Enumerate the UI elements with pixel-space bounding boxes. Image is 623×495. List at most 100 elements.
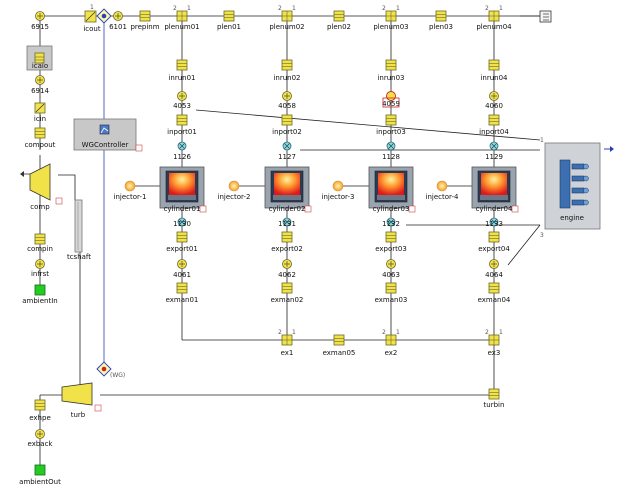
cylinder03-label: cylinder03 [373,205,410,213]
injector-3-label: injector-3 [322,193,355,201]
exman02-label: exman02 [271,296,304,304]
icin-pipe[interactable] [34,102,46,114]
inport01-label: inport01 [167,128,197,136]
port-number: 1 [499,5,503,12]
inrun02-pipe[interactable] [281,59,293,71]
4061-node[interactable] [177,259,187,269]
wgcontroller-label: WGController [82,141,129,149]
4053-node[interactable] [177,91,187,101]
exback-node[interactable] [35,429,45,439]
1126-valve[interactable] [177,141,187,151]
wgcontroller-block[interactable] [73,118,143,152]
4060-node[interactable] [489,91,499,101]
export02-pipe[interactable] [281,231,293,243]
plen03-pipe[interactable] [435,10,447,22]
plenum03-label: plenum03 [373,23,408,31]
plen01-pipe[interactable] [223,10,235,22]
1132-label: 1132 [382,220,400,228]
1130-valve[interactable] [177,217,187,227]
4058-node[interactable] [282,91,292,101]
4053-label: 4053 [173,102,191,110]
ex1-split[interactable] [281,334,293,346]
ambientIn-label: ambientIn [22,297,58,305]
plenum02-label: plenum02 [269,23,304,31]
injector-2-icon[interactable] [228,180,240,192]
plenum01-split[interactable] [176,10,188,22]
port-number: 2 [382,329,386,336]
export03-pipe[interactable] [385,231,397,243]
1132-valve[interactable] [386,217,396,227]
1133-valve[interactable] [489,217,499,227]
exman04-pipe[interactable] [488,282,500,294]
export04-pipe[interactable] [488,231,500,243]
inrun04-pipe[interactable] [488,59,500,71]
infrst-node[interactable] [35,259,45,269]
wastegate-actuator-icon[interactable] [96,361,112,377]
6101-node[interactable] [113,11,123,21]
prepinm-pipe[interactable] [139,10,151,22]
icaio-intercooler[interactable] [26,45,53,71]
wastegate-controller-icon[interactable] [96,8,112,24]
plenum02-split[interactable] [281,10,293,22]
1128-valve[interactable] [386,141,396,151]
engine-block[interactable] [544,142,614,230]
plen02-pipe[interactable] [333,10,345,22]
port-number: 1 [396,5,400,12]
ambient-in-icon[interactable] [34,284,46,296]
tcshaft-label: tcshaft [67,253,91,261]
exhpe-label: exhpe [29,414,51,422]
cylinder03-block[interactable] [368,166,416,213]
1126-label: 1126 [173,153,191,161]
compout-pipe[interactable] [34,127,46,139]
exman01-label: exman01 [166,296,199,304]
inport02-pipe[interactable] [281,114,293,126]
cylinder04-block[interactable] [471,166,519,213]
1131-valve[interactable] [282,217,292,227]
cylinder01-block[interactable] [159,166,207,213]
tcshaft-block[interactable] [74,199,83,253]
4064-node[interactable] [489,259,499,269]
icaio-label: icaio [32,62,48,70]
ex3-split[interactable] [488,334,500,346]
comp-label: comp [30,203,50,211]
ambient-out-icon[interactable] [34,464,46,476]
4059-node[interactable] [382,91,400,108]
1129-valve[interactable] [489,141,499,151]
exman05-pipe[interactable] [333,334,345,346]
exman01-pipe[interactable] [176,282,188,294]
exman02-pipe[interactable] [281,282,293,294]
port-number: 1 [90,4,94,11]
ex3-label: ex3 [488,349,501,357]
1127-valve[interactable] [282,141,292,151]
injector-1-icon[interactable] [124,180,136,192]
turbine-icon[interactable] [61,382,102,412]
plenum04-split[interactable] [488,10,500,22]
exhpe-pipe[interactable] [34,399,46,411]
inport04-pipe[interactable] [488,114,500,126]
end-environment-icon[interactable] [539,10,552,23]
injector-3-icon[interactable] [332,180,344,192]
inrun01-pipe[interactable] [176,59,188,71]
injector-4-icon[interactable] [436,180,448,192]
turbin-pipe[interactable] [488,388,500,400]
4063-node[interactable] [386,259,396,269]
inport01-pipe[interactable] [176,114,188,126]
export01-pipe[interactable] [176,231,188,243]
exman04-label: exman04 [478,296,511,304]
inport03-label: inport03 [376,128,406,136]
cylinder02-block[interactable] [264,166,312,213]
exman03-label: exman03 [375,296,408,304]
ex2-split[interactable] [385,334,397,346]
inrun03-pipe[interactable] [385,59,397,71]
compressor-icon[interactable] [20,163,63,205]
plenum01-label: plenum01 [164,23,199,31]
plenum03-split[interactable] [385,10,397,22]
6914-node[interactable] [35,75,45,85]
inport02-label: inport02 [272,128,302,136]
icout-cooler[interactable] [84,10,97,23]
inport03-pipe[interactable] [385,114,397,126]
4062-node[interactable] [282,259,292,269]
6915-node[interactable] [35,11,45,21]
exman03-pipe[interactable] [385,282,397,294]
compin-pipe[interactable] [34,233,46,245]
